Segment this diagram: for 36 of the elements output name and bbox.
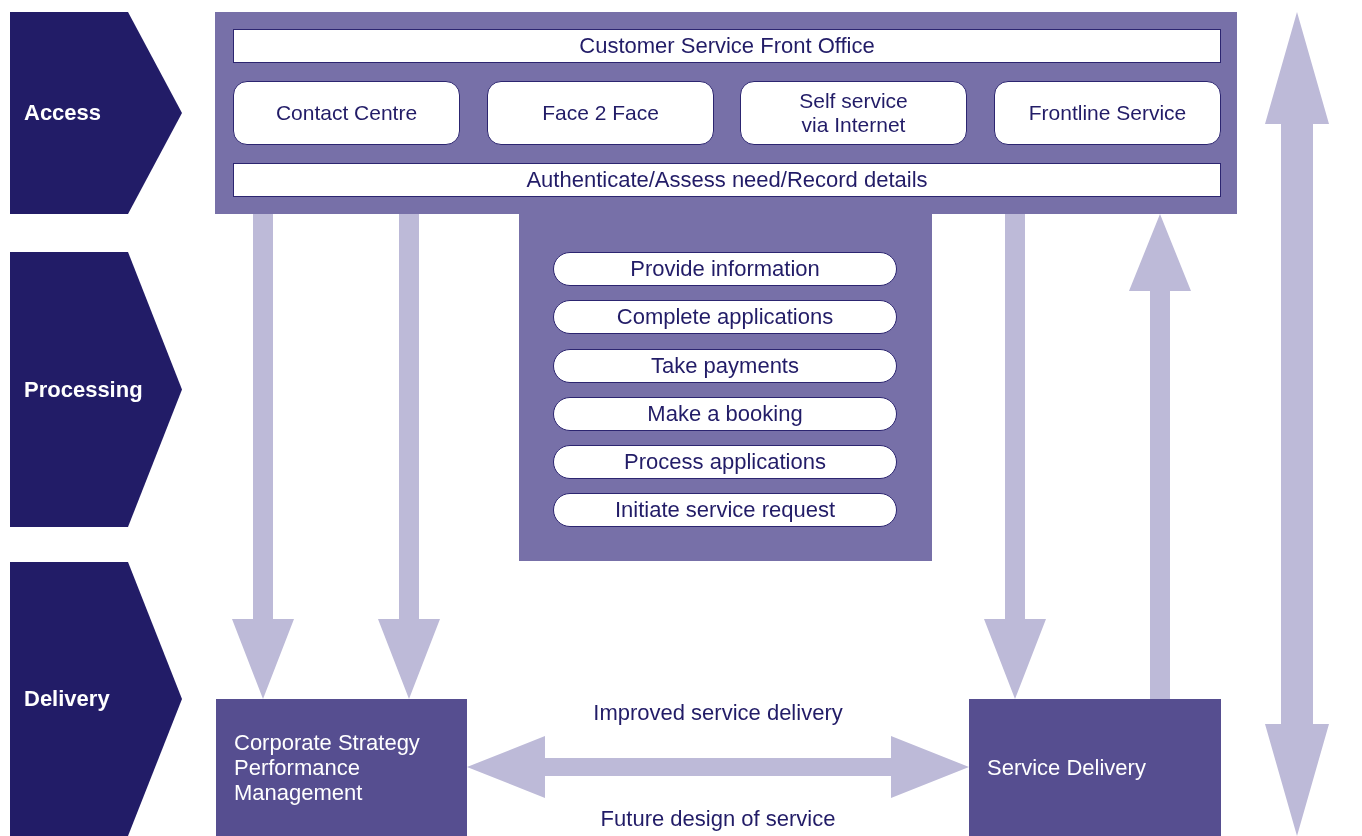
process-label: Complete applications — [616, 304, 834, 330]
process-pill — [553, 397, 897, 431]
delivery-label: Corporate Strategy Performance Management — [234, 729, 421, 806]
process-label: Provide information — [630, 256, 820, 282]
stage-label: Access — [24, 100, 102, 126]
process-pill — [553, 445, 897, 479]
service-bar — [233, 163, 1221, 197]
block-arrow — [232, 214, 294, 699]
channel-box — [740, 81, 967, 145]
process-pill — [553, 493, 897, 527]
bar-label: Customer Service Front Office — [579, 33, 875, 59]
bar-label: Authenticate/Assess need/Record details — [526, 167, 928, 193]
block-arrow — [1129, 214, 1191, 699]
process-pill — [553, 349, 897, 383]
channel-label: Contact Centre — [275, 100, 418, 126]
service-bar — [233, 29, 1221, 63]
delivery-label: Service Delivery — [987, 754, 1146, 781]
delivery-box — [969, 699, 1221, 836]
block-arrow — [984, 214, 1046, 699]
process-label: Take payments — [651, 353, 799, 379]
stage-label: Processing — [24, 376, 143, 403]
channel-label: Self service via Internet — [798, 88, 909, 138]
channel-label: Face 2 Face — [542, 100, 659, 126]
block-arrow — [467, 736, 969, 798]
stage-label: Delivery — [24, 686, 110, 712]
process-label: Process applications — [624, 449, 826, 475]
process-pill — [553, 252, 897, 286]
process-label: Make a booking — [647, 401, 803, 427]
process-pill — [553, 300, 897, 334]
delivery-box — [216, 699, 467, 836]
block-arrow — [378, 214, 440, 699]
channel-box — [994, 81, 1221, 145]
channel-box — [233, 81, 460, 145]
channel-label: Frontline Service — [1028, 100, 1187, 126]
channel-box — [487, 81, 714, 145]
process-label: Initiate service request — [614, 497, 836, 523]
